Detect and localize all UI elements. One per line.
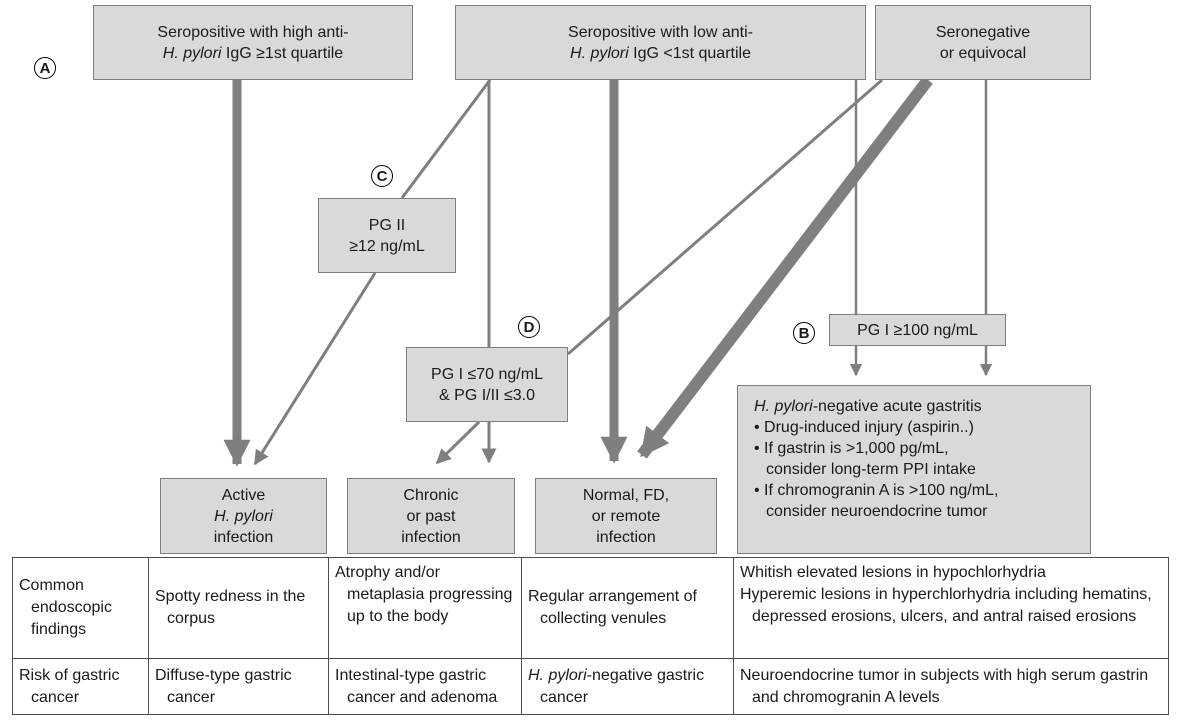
arrow-neg-to-pg1ratio xyxy=(567,78,883,356)
hp-negative-bullet3-cont: consider neuroendocrine tumor xyxy=(766,503,988,520)
cell-findings-negative-line1: Whitish elevated lesions in hypochlorhyd… xyxy=(740,564,1046,581)
label-b: B xyxy=(793,322,815,344)
cell-findings-normal-text: Regular arrangement of collecting venule… xyxy=(528,588,697,627)
row-header-risk-text: Risk of gastric cancer xyxy=(19,666,120,706)
hp-negative-bullet1: • Drug-induced injury (aspirin..) xyxy=(754,419,974,436)
row-header-findings-text: Common endoscopic findings xyxy=(19,577,112,638)
box-hp-negative-gastritis: H. pylori-negative acute gastritis • Dru… xyxy=(737,385,1091,554)
box-seropositive-high-line2: H. pylori IgG ≥1st quartile xyxy=(163,43,343,64)
box-active-infection: Active H. pylori infection xyxy=(160,478,327,554)
box-active-line3: infection xyxy=(213,528,274,546)
cell-findings-negative: Whitish elevated lesions in hypochlorhyd… xyxy=(733,557,1169,659)
box-pg1-ratio: PG I ≤70 ng/mL & PG I/II ≤3.0 xyxy=(406,347,568,422)
box-seronegative-line2: or equivocal xyxy=(939,44,1027,62)
box-seropositive-low-line1: Seropositive with low anti- xyxy=(568,23,753,41)
box-seropositive-high-italic: H. pylori xyxy=(162,44,222,62)
hp-negative-bullet2-text: If gastrin is >1,000 pg/mL, xyxy=(764,440,949,457)
cell-risk-negative-text: Neuroendocrine tumor in subjects with hi… xyxy=(740,666,1149,706)
label-a: A xyxy=(34,57,56,79)
cell-risk-normal-rest: -negative gastric cancer xyxy=(540,666,705,706)
table-row: Common endoscopic findings Spotty rednes… xyxy=(12,557,1169,659)
hp-negative-bullet2-cont: consider long-term PPI intake xyxy=(766,461,976,478)
cell-findings-normal: Regular arrangement of collecting venule… xyxy=(521,557,734,659)
cell-risk-normal-italic: H. pylori xyxy=(528,666,587,684)
cell-risk-negative: Neuroendocrine tumor in subjects with hi… xyxy=(733,658,1169,715)
cell-findings-chronic-text: Atrophy and/or metaplasia progressing up… xyxy=(335,564,513,625)
arrow-low-to-pg2 xyxy=(400,79,492,199)
hp-negative-title-italic: H. pylori xyxy=(754,398,813,415)
cell-risk-chronic-text: Intestinal-type gastric cancer and adeno… xyxy=(335,666,498,706)
box-seropositive-high-rest: IgG ≥1st quartile xyxy=(221,44,344,62)
cell-risk-active: Diffuse-type gastric cancer xyxy=(148,658,329,715)
box-normal-line1: Normal, FD, xyxy=(582,486,670,504)
row-header-risk: Risk of gastric cancer xyxy=(12,658,149,715)
label-d: D xyxy=(518,316,540,338)
hp-negative-title: H. pylori-negative acute gastritis xyxy=(754,396,1080,417)
box-seropositive-low-rest: IgG <1st quartile xyxy=(628,44,751,62)
box-seropositive-low-line2: H. pylori IgG <1st quartile xyxy=(570,43,751,64)
box-pg2-line1: PG II xyxy=(368,216,406,234)
cell-findings-negative-line2: Hyperemic lesions in hyperchlorhydria in… xyxy=(740,586,1152,625)
cell-risk-normal: H. pylori-negative gastric cancer xyxy=(521,658,734,715)
hp-negative-title-rest: -negative acute gastritis xyxy=(812,398,982,415)
arrow-pg2-to-active xyxy=(253,272,377,466)
findings-table: Common endoscopic findings Spotty rednes… xyxy=(12,557,1169,715)
hp-negative-bullet3-text: If chromogranin A is >100 ng/mL, xyxy=(764,482,999,499)
box-chronic-line1: Chronic xyxy=(403,486,459,504)
box-seropositive-high-line1: Seropositive with high anti- xyxy=(157,23,349,41)
box-pg2: PG II ≥12 ng/mL xyxy=(318,198,456,273)
box-seropositive-high: Seropositive with high anti- H. pylori I… xyxy=(93,5,413,80)
box-chronic-infection: Chronic or past infection xyxy=(347,478,515,554)
row-header-findings: Common endoscopic findings xyxy=(12,557,149,659)
cell-findings-active-text: Spotty redness in the corpus xyxy=(155,588,306,627)
hp-negative-bullet3: • If chromogranin A is >100 ng/mL, xyxy=(754,482,999,499)
box-seropositive-low: Seropositive with low anti- H. pylori Ig… xyxy=(455,5,866,80)
box-active-line1: Active xyxy=(221,486,266,504)
box-normal-line2: or remote xyxy=(591,507,661,525)
box-pg2-line2: ≥12 ng/mL xyxy=(349,237,425,255)
hp-negative-bullet1-text: Drug-induced injury (aspirin..) xyxy=(764,419,974,436)
box-seropositive-low-italic: H. pylori xyxy=(570,44,629,62)
box-pg1-ratio-line2: & PG I/II ≤3.0 xyxy=(439,386,535,404)
box-seronegative: Seronegative or equivocal xyxy=(875,5,1091,80)
cell-risk-normal-text: H. pylori-negative gastric cancer xyxy=(528,665,727,709)
cell-findings-chronic: Atrophy and/or metaplasia progressing up… xyxy=(328,557,522,659)
cell-risk-chronic: Intestinal-type gastric cancer and adeno… xyxy=(328,658,522,715)
box-seronegative-line1: Seronegative xyxy=(935,23,1031,41)
hp-negative-bullet2: • If gastrin is >1,000 pg/mL, xyxy=(754,440,949,457)
box-chronic-line2: or past xyxy=(406,507,456,525)
arrow-neg-to-normal xyxy=(637,76,933,459)
label-c: C xyxy=(371,165,393,187)
arrow-pg1ratio-to-chronic xyxy=(435,420,481,465)
box-normal-line3: infection xyxy=(596,528,656,546)
box-pg1-ratio-line1: PG I ≤70 ng/mL xyxy=(431,365,543,383)
cell-findings-active: Spotty redness in the corpus xyxy=(148,557,329,659)
box-pg1-high-text: PG I ≥100 ng/mL xyxy=(857,321,978,339)
box-pg1-high: PG I ≥100 ng/mL xyxy=(829,314,1006,346)
box-chronic-line3: infection xyxy=(401,528,461,546)
cell-risk-active-text: Diffuse-type gastric cancer xyxy=(155,666,292,706)
box-active-line2: H. pylori xyxy=(214,507,273,525)
box-normal: Normal, FD, or remote infection xyxy=(535,478,717,554)
table-row: Risk of gastric cancer Diffuse-type gast… xyxy=(12,658,1169,715)
